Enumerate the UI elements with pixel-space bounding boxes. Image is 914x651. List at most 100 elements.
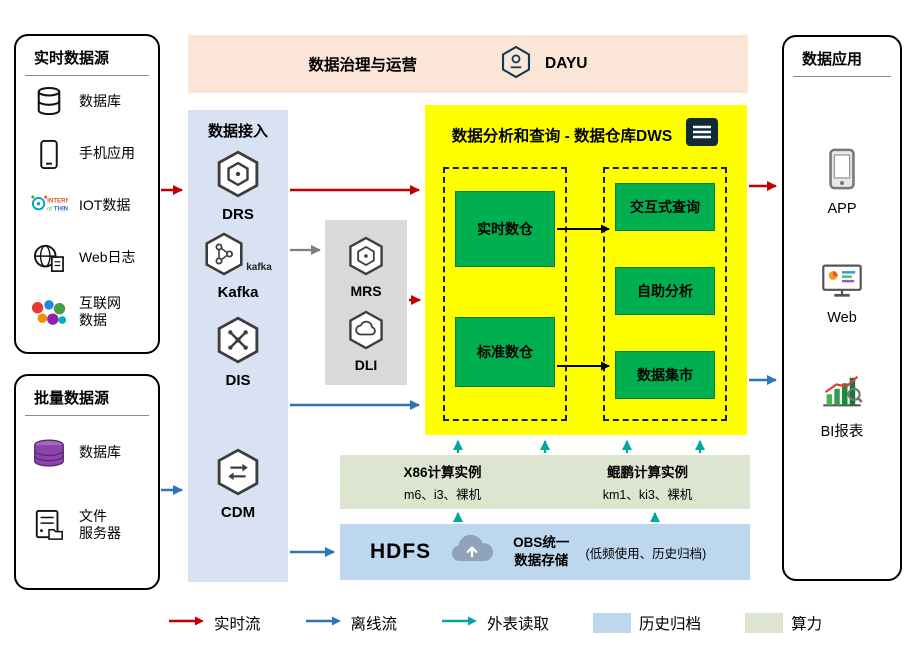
- bi-report-icon: [820, 375, 864, 414]
- legend-label: 实时流: [214, 616, 261, 633]
- service-label: DLI: [354, 357, 378, 373]
- warehouse-group: [443, 167, 567, 421]
- source-label: IOT数据: [79, 197, 131, 214]
- source-label: Web日志: [79, 249, 136, 266]
- divider: [25, 415, 149, 416]
- source-label: 文件 服务器: [79, 507, 121, 542]
- source-label: 数据库: [79, 444, 121, 461]
- compute-strip: X86计算实例 m6、i3、裸机 鲲鹏计算实例 km1、ki3、裸机: [340, 455, 750, 509]
- node-data-mart: 数据集市: [615, 351, 715, 399]
- service-cdm: CDM: [188, 448, 288, 521]
- source-label: 互联网 数据: [79, 294, 121, 329]
- realtime-sources-panel: 实时数据源 数据库 手机应用 INTERNET ofTHINGS IOT数据 We…: [14, 34, 160, 354]
- internet-data-icon: [28, 298, 70, 327]
- hdfs-label: HDFS: [370, 540, 432, 563]
- file-server-icon: [28, 509, 70, 541]
- ingestion-title: 数据接入: [207, 123, 268, 140]
- applications-panel: 数据应用 APP Web BI报表: [782, 35, 902, 581]
- storage-strip: HDFS OBS统一 数据存储 (低频使用、历史归档): [340, 524, 750, 580]
- node-interactive-query: 交互式查询: [615, 183, 715, 231]
- list-item: Web日志: [16, 232, 158, 284]
- service-label: DIS: [225, 372, 251, 389]
- svg-text:INTERNET: INTERNET: [47, 197, 68, 204]
- app-item-app: APP: [784, 147, 900, 217]
- warehouse-ledger-icon: [684, 114, 720, 155]
- list-item: INTERNET ofTHINGS IOT数据: [16, 180, 158, 232]
- governance-product-label: DAYU: [545, 55, 588, 72]
- legend-item-offline: 离线流: [305, 612, 398, 634]
- svg-text:of: of: [47, 206, 52, 212]
- legend-label: 算力: [791, 616, 823, 633]
- compute-swatch: [745, 613, 784, 633]
- application-label: Web: [827, 310, 857, 326]
- service-kafka: kafka Kafka: [188, 232, 288, 301]
- x86-compute-block: X86计算实例 m6、i3、裸机: [340, 455, 545, 509]
- list-item: 文件 服务器: [16, 486, 158, 564]
- legend: 实时流 离线流 外表读取 历史归档 算力: [168, 612, 822, 634]
- kafka-hexagon-icon: [204, 232, 244, 281]
- kunpeng-compute-block: 鲲鹏计算实例 km1、ki3、裸机: [545, 455, 750, 509]
- list-item: 互联网 数据: [16, 284, 158, 340]
- archive-swatch: [593, 613, 632, 633]
- governance-title: 数据治理与运营: [308, 57, 417, 74]
- governance-bar: 数据治理与运营 DAYU: [188, 35, 748, 93]
- source-label: 手机应用: [79, 145, 135, 162]
- kafka-logo-text: kafka: [246, 262, 272, 273]
- ingestion-panel: 数据接入 DRS kafka Kafka DIS: [188, 110, 288, 582]
- service-label: CDM: [220, 504, 256, 521]
- batch-sources-panel: 批量数据源 数据库 文件 服务器: [14, 374, 160, 590]
- obs-cloud-icon: [447, 533, 497, 571]
- drs-hexagon-icon: [216, 150, 260, 202]
- web-monitor-icon: [820, 264, 864, 304]
- service-drs: DRS: [188, 150, 288, 223]
- dws-title-row: 数据分析和查询 - 数据仓库DWS: [425, 114, 747, 155]
- service-label: MRS: [350, 283, 382, 299]
- teal-arrow-icon: [441, 614, 479, 632]
- x86-title: X86计算实例: [403, 465, 482, 480]
- app-item-bi: BI报表: [784, 372, 900, 441]
- database-purple-icon: [28, 438, 70, 469]
- service-label: Kafka: [217, 284, 259, 301]
- realtime-sources-title: 实时数据源: [34, 50, 110, 67]
- red-arrow-icon: [168, 614, 206, 632]
- legend-item-archive: 历史归档: [593, 612, 701, 634]
- source-label: 数据库: [79, 93, 121, 110]
- legend-label: 外表读取: [487, 616, 550, 633]
- kunpeng-detail: km1、ki3、裸机: [602, 488, 693, 502]
- divider: [793, 76, 891, 77]
- web-log-icon: [28, 243, 70, 273]
- legend-label: 离线流: [350, 616, 398, 633]
- batch-sources-title: 批量数据源: [34, 390, 110, 407]
- dws-title: 数据分析和查询 - 数据仓库DWS: [451, 127, 673, 145]
- legend-item-external-read: 外表读取: [441, 612, 549, 634]
- list-item: 手机应用: [16, 128, 158, 180]
- x86-detail: m6、i3、裸机: [403, 488, 482, 502]
- node-realtime-warehouse: 实时数仓: [455, 191, 555, 267]
- service-dli: DLI: [325, 310, 407, 373]
- storage-note: (低频使用、历史归档): [585, 546, 707, 561]
- application-label: BI报表: [820, 424, 864, 440]
- iot-icon: INTERNET ofTHINGS: [28, 192, 70, 221]
- app-phone-icon: [828, 148, 856, 195]
- application-label: APP: [827, 201, 857, 217]
- divider: [25, 75, 149, 76]
- svg-text:THINGS: THINGS: [54, 205, 68, 212]
- legend-item-realtime: 实时流: [168, 612, 261, 634]
- service-mrs: MRS: [325, 236, 407, 299]
- list-item: 数据库: [16, 420, 158, 486]
- cdm-hexagon-icon: [216, 448, 260, 500]
- applications-title: 数据应用: [802, 51, 863, 68]
- legend-item-compute: 算力: [745, 612, 822, 634]
- dis-hexagon-icon: [216, 316, 260, 368]
- legend-label: 历史归档: [639, 616, 702, 633]
- middleware-panel: MRS DLI: [325, 220, 407, 385]
- dayu-hexagon-icon: [501, 45, 531, 84]
- app-item-web: Web: [784, 262, 900, 326]
- kunpeng-title: 鲲鹏计算实例: [607, 465, 688, 480]
- service-label: DRS: [222, 206, 254, 223]
- dws-panel: 数据分析和查询 - 数据仓库DWS 实时数仓 标准数仓 交互式查询 自助分析 数…: [425, 105, 747, 435]
- blue-arrow-icon: [305, 614, 343, 632]
- capability-group: [603, 167, 727, 421]
- dli-hexagon-icon: [348, 310, 384, 354]
